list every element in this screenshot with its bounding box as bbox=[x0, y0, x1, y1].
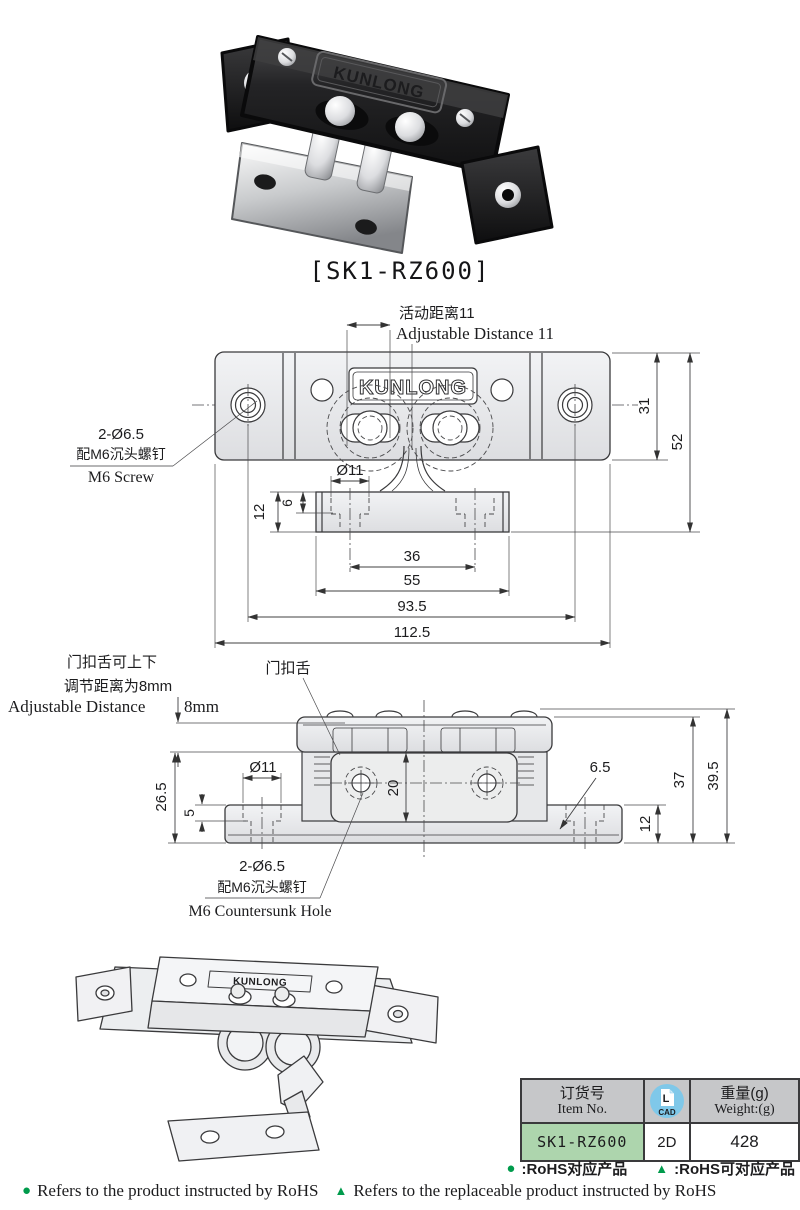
cad-icon-l-glyph: L bbox=[662, 1093, 669, 1105]
dim-5: 5 bbox=[181, 809, 197, 817]
spec-table: 订货号 Item No. L CAD 重量(g) Weight:(g) bbox=[520, 1078, 800, 1162]
iso-body bbox=[147, 956, 379, 1038]
iso-striker bbox=[167, 1055, 324, 1162]
iso-left-ear bbox=[75, 966, 133, 1022]
rohs-legend-cn-dot: ● :RoHS对应产品 bbox=[506, 1158, 627, 1179]
rohs-legend-cn-dot-text: :RoHS对应产品 bbox=[521, 1161, 628, 1178]
dim-12-front: 12 bbox=[251, 504, 268, 521]
dim-36: 36 bbox=[404, 548, 421, 565]
front-adjust-label-cn: 活动距离11 bbox=[399, 305, 475, 322]
dim-6: 6 bbox=[279, 499, 295, 507]
cell-weight: 428 bbox=[689, 1122, 800, 1162]
dim-52: 52 bbox=[669, 434, 686, 451]
dim-26-5: 26.5 bbox=[153, 782, 170, 811]
front-view-drawing: KUNLONG bbox=[70, 305, 700, 648]
front-screw-qty: 2-Ø6.5 bbox=[98, 426, 144, 443]
rohs-triangle-icon-en: ▲ bbox=[334, 1183, 348, 1198]
side-adjust-en: Adjustable Distance bbox=[8, 697, 145, 716]
front-plate-holes bbox=[330, 488, 495, 572]
dim-6-5: 6.5 bbox=[590, 759, 611, 776]
weight-header-cn: 重量(g) bbox=[720, 1084, 769, 1102]
cell-cad-2d: 2D bbox=[642, 1122, 692, 1162]
side-adjust-en-val: 8mm bbox=[184, 697, 219, 716]
photo-right-ear bbox=[460, 145, 554, 245]
side-adjust-cn2: 调节距离为8mm bbox=[64, 678, 172, 695]
side-cover bbox=[296, 710, 553, 753]
dim-20: 20 bbox=[385, 780, 402, 797]
rohs-legend-en-tri-text: Refers to the replaceable product instru… bbox=[353, 1181, 717, 1200]
col-header-weight: 重量(g) Weight:(g) bbox=[689, 1078, 800, 1124]
front-mount-hole-left bbox=[230, 384, 266, 426]
table-row: SK1-RZ600 2D 428 bbox=[520, 1122, 800, 1162]
front-logo-text: KUNLONG bbox=[359, 377, 467, 399]
front-body bbox=[214, 351, 611, 461]
dim-12-side: 12 bbox=[637, 816, 654, 833]
rohs-legend-cn-tri-text: :RoHS可对应产品 bbox=[674, 1161, 795, 1178]
side-view-drawing: 门扣舌可上下 调节距离为8mm Adjustable Distance 8mm … bbox=[8, 654, 735, 920]
dim-o11-front: Ø11 bbox=[336, 462, 363, 479]
dim-39-5: 39.5 bbox=[705, 761, 722, 790]
front-adjust-label-en: Adjustable Distance 11 bbox=[396, 324, 554, 343]
weight-header-en: Weight:(g) bbox=[714, 1101, 775, 1117]
front-logo-plate: KUNLONG bbox=[348, 367, 478, 405]
front-screw-cn: 配M6沉头螺钉 bbox=[76, 446, 165, 462]
cad-icon: L CAD bbox=[649, 1084, 684, 1118]
side-hole-qty: 2-Ø6.5 bbox=[239, 858, 285, 875]
rohs-legend-cn: ● :RoHS对应产品 ▲ :RoHS可对应产品 bbox=[506, 1158, 795, 1179]
dim-o11-side: Ø11 bbox=[249, 759, 276, 776]
side-hole-cn: 配M6沉头螺钉 bbox=[217, 879, 306, 895]
product-photo: KUNLONG bbox=[220, 35, 554, 254]
front-view-section: KUNLONG bbox=[0, 300, 800, 655]
side-adjust-cn1: 门扣舌可上下 bbox=[67, 654, 157, 671]
item-no-header-cn: 订货号 bbox=[559, 1084, 605, 1102]
iso-view-section: KUNLONG bbox=[60, 925, 480, 1180]
side-latch-label: 门扣舌 bbox=[265, 660, 310, 677]
side-view-section: 门扣舌可上下 调节距离为8mm Adjustable Distance 8mm … bbox=[0, 645, 800, 940]
iso-right-ear bbox=[357, 982, 439, 1044]
item-no-header-en: Item No. bbox=[557, 1101, 608, 1117]
rohs-legend-en-dot-text: Refers to the product instructed by RoHS bbox=[37, 1181, 319, 1200]
rohs-dot-icon: ● bbox=[506, 1160, 516, 1177]
rohs-triangle-icon: ▲ bbox=[655, 1161, 669, 1176]
front-striker bbox=[315, 445, 510, 533]
dim-55: 55 bbox=[404, 572, 421, 589]
photo-body: KUNLONG bbox=[240, 35, 510, 175]
iso-logo-text: KUNLONG bbox=[233, 976, 287, 989]
front-mount-hole-right bbox=[557, 384, 593, 426]
dim-37: 37 bbox=[671, 772, 688, 789]
rohs-legend-en-dot: ● Refers to the product instructed by RoH… bbox=[22, 1181, 318, 1201]
cad-icon-label: CAD bbox=[658, 1108, 676, 1117]
front-roller-left bbox=[326, 384, 414, 472]
cell-item-no: SK1-RZ600 bbox=[520, 1122, 645, 1162]
rohs-dot-icon-en: ● bbox=[22, 1182, 32, 1199]
dim-112-5: 112.5 bbox=[394, 624, 430, 641]
iso-view-drawing: KUNLONG bbox=[75, 956, 439, 1162]
rohs-legend-cn-tri: ▲ :RoHS可对应产品 bbox=[655, 1158, 795, 1179]
rohs-legend-en-tri: ▲ Refers to the replaceable product instr… bbox=[334, 1181, 716, 1201]
dim-31: 31 bbox=[636, 398, 653, 415]
side-springs bbox=[314, 756, 534, 786]
col-header-item-no: 订货号 Item No. bbox=[520, 1078, 645, 1124]
product-model-caption: [SK1-RZ600] bbox=[309, 257, 491, 285]
rohs-legend-en: ● Refers to the product instructed by RoH… bbox=[22, 1181, 794, 1201]
product-photo-section: KUNLONG bbox=[170, 15, 610, 270]
front-screw-en: M6 Screw bbox=[88, 469, 155, 486]
dim-93-5: 93.5 bbox=[397, 598, 426, 615]
side-hole-en: M6 Countersunk Hole bbox=[188, 903, 331, 920]
front-roller-right bbox=[406, 384, 494, 472]
col-header-cad: L CAD bbox=[642, 1078, 692, 1124]
